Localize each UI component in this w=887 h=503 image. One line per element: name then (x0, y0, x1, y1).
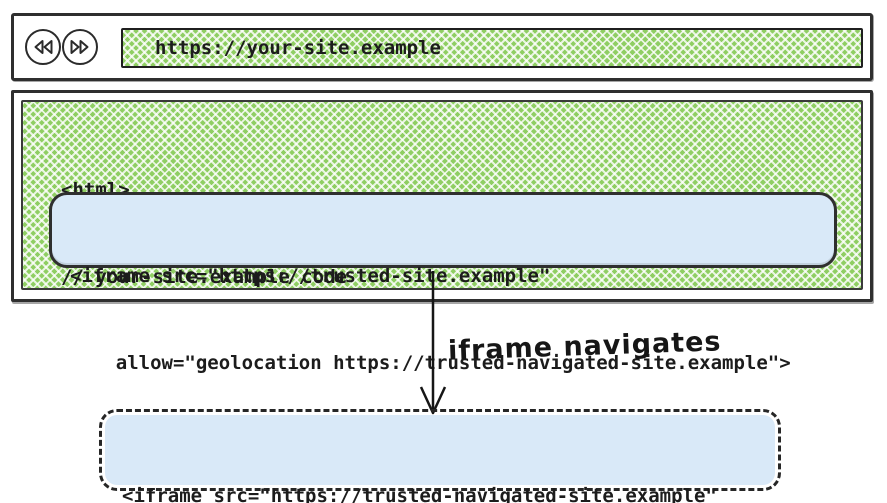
url-text: https://your-site.example (155, 37, 441, 59)
nav-button-group (25, 29, 98, 65)
fast-forward-icon (70, 40, 89, 54)
browser-chrome: https://your-site.example (11, 13, 873, 81)
navigated-iframe-fill (105, 415, 775, 485)
forward-button[interactable] (62, 29, 98, 65)
rewind-icon (34, 40, 53, 54)
iframe-embed-code: <iframe src="https://trusted-site.exampl… (70, 204, 791, 436)
navigated-src-line: <iframe src="https://trusted-navigated-s… (122, 485, 717, 503)
code-line-comment: // your-site.example code (61, 266, 347, 288)
url-bar[interactable]: https://your-site.example (121, 28, 863, 68)
back-button[interactable] (25, 29, 61, 65)
iframe-embed-box: <iframe src="https://trusted-site.exampl… (49, 192, 837, 374)
page-content: <html> // your-site.example code <iframe… (21, 100, 863, 374)
iframe-allow-line: allow="geolocation https://trusted-navig… (70, 352, 791, 374)
navigated-iframe-box: <iframe src="https://trusted-navigated-s… (99, 409, 781, 503)
navigation-arrow (419, 271, 447, 415)
browser-viewport: <html> // your-site.example code <iframe… (11, 90, 873, 374)
navigated-iframe-code: <iframe src="https://trusted-navigated-s… (122, 421, 717, 503)
iframe-src-line: <iframe src="https://trusted-site.exampl… (70, 265, 551, 287)
